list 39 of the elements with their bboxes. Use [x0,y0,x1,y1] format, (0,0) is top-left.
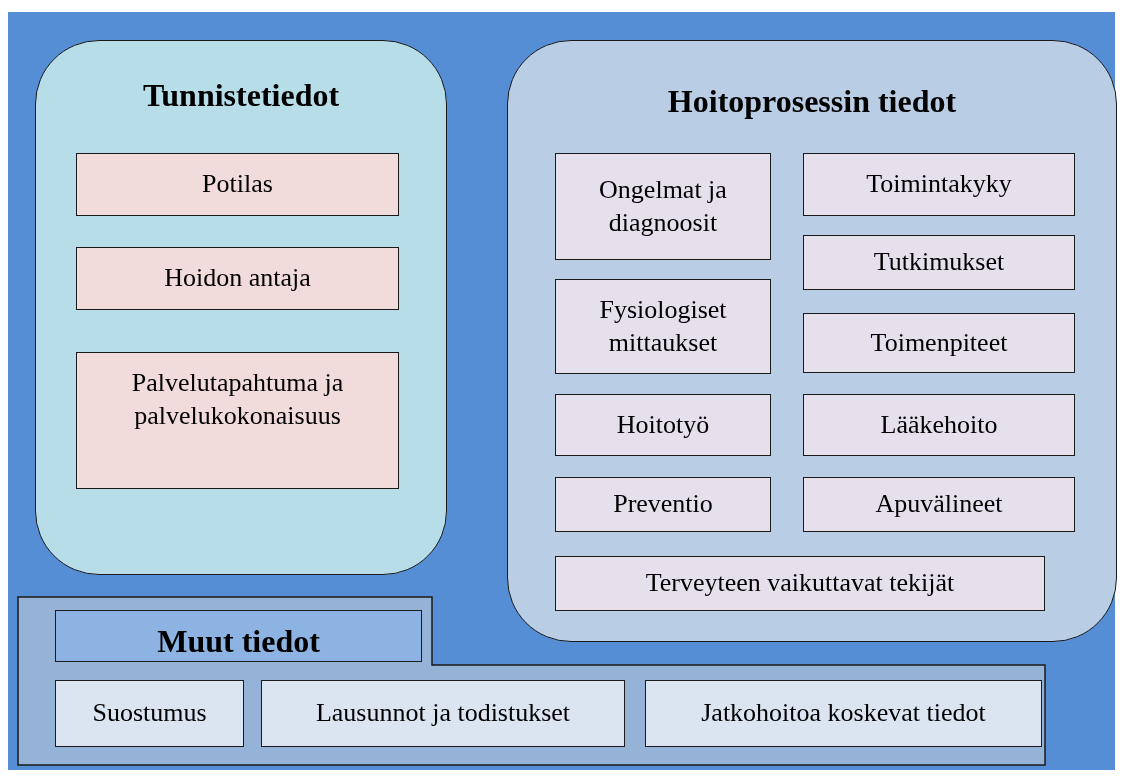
category-box [803,477,1075,532]
category-box [645,680,1042,747]
group-panel [507,40,1117,642]
panel-title: Hoitoprosessin tiedot [666,83,958,120]
category-box [555,279,771,374]
category-label: Toimintakyky [866,168,1012,201]
category-label: Terveyteen vaikuttavat tekijät [645,567,955,600]
category-label: Hoidon antaja [164,262,311,295]
category-label: Tutkimukset [873,246,1005,279]
category-label: Apuvälineet [875,488,1003,521]
category-box [555,153,771,260]
category-box [76,153,399,216]
category-label: Suostumus [92,697,207,730]
category-label: Fysiologiset mittaukset [598,294,728,359]
heading-box [55,610,422,662]
category-box [76,247,399,310]
category-label: Potilas [202,168,273,201]
category-box [76,352,399,489]
category-box [803,394,1075,456]
group-panel [18,597,1045,765]
category-box [261,680,625,747]
category-label: Toimenpiteet [870,326,1008,359]
category-box [803,313,1075,373]
panel-title: Tunnistetiedot [141,77,341,114]
category-box [555,477,771,532]
category-label: Lausunnot ja todistukset [315,697,571,730]
category-box [55,680,244,747]
category-label: Jatkohoitoa koskevat tiedot [701,697,986,730]
heading-text: Muut tiedot [157,622,320,661]
category-box [803,235,1075,290]
category-label: Hoitotyö [616,408,710,441]
group-panel [35,40,447,575]
category-box [555,556,1045,611]
category-label: Lääkehoito [880,408,998,441]
category-label: Palvelutapahtuma ja palvelukokonaisuus [130,367,345,432]
category-label: Ongelmat ja diagnoosit [598,174,728,239]
category-box [803,153,1075,216]
category-box [555,394,771,456]
category-label: Preventio [613,488,713,521]
